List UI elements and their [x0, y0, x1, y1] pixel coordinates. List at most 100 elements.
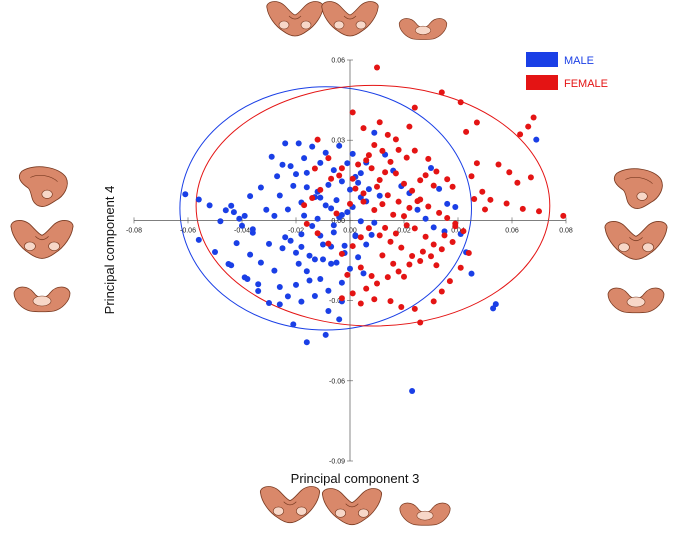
female-point — [506, 169, 513, 176]
male-point — [279, 161, 286, 168]
male-point — [244, 275, 251, 282]
female-point — [411, 147, 418, 154]
female-point — [384, 274, 391, 281]
female-point — [482, 206, 488, 213]
female-point — [384, 192, 391, 199]
female-point — [401, 213, 407, 220]
female-point — [536, 208, 542, 215]
male-point — [282, 234, 289, 241]
male-point — [274, 173, 281, 180]
female-point — [349, 290, 356, 297]
female-point — [525, 123, 532, 130]
male-point — [492, 301, 499, 308]
male-point — [333, 197, 340, 204]
male-point — [322, 202, 329, 209]
pelvis-top-3-icon — [398, 18, 448, 40]
male-point — [287, 237, 294, 244]
female-point — [368, 165, 375, 172]
female-point — [374, 183, 380, 190]
male-point — [317, 275, 324, 282]
female-point — [401, 273, 407, 280]
female-point — [379, 252, 386, 259]
female-point — [360, 125, 367, 132]
female-point — [344, 271, 351, 278]
male-point — [222, 207, 229, 214]
male-point — [452, 204, 459, 211]
x-tick-label: -0.02 — [288, 227, 304, 234]
female-point — [403, 154, 410, 161]
x-tick-label: -0.04 — [234, 227, 250, 234]
female-point — [382, 169, 389, 176]
male-point — [349, 150, 356, 157]
male-point — [293, 281, 299, 288]
male-point — [338, 279, 345, 286]
x-tick-label: 0.08 — [559, 227, 573, 234]
female-point — [314, 230, 321, 237]
female-point — [449, 183, 456, 190]
male-point — [357, 218, 364, 225]
male-point — [298, 243, 305, 250]
female-point — [503, 200, 510, 207]
female-point — [349, 243, 356, 250]
female-point — [403, 222, 410, 229]
female-point — [352, 185, 359, 192]
female-point — [368, 273, 375, 280]
female-point — [390, 260, 397, 267]
female-point — [371, 142, 378, 149]
male-point — [352, 233, 359, 240]
male-point — [360, 270, 367, 277]
female-point — [479, 188, 486, 195]
female-point — [363, 285, 370, 292]
male-point — [266, 300, 272, 307]
female-point — [338, 295, 345, 302]
female-point — [336, 172, 343, 179]
male-point — [336, 142, 343, 149]
male-point — [233, 240, 240, 247]
male-point — [320, 241, 326, 248]
female-point — [392, 230, 399, 237]
y-tick-label: -0.03 — [329, 298, 345, 305]
male-point — [293, 249, 299, 256]
male-point — [239, 222, 245, 229]
female-point — [333, 210, 340, 217]
male-point — [430, 224, 437, 231]
male-point — [295, 140, 302, 147]
male-point — [276, 283, 283, 290]
female-point — [379, 201, 386, 208]
male-point — [533, 136, 540, 143]
male-point — [303, 268, 310, 275]
male-point — [333, 259, 340, 266]
male-point — [268, 153, 275, 160]
female-point — [471, 196, 478, 203]
female-point — [387, 238, 394, 245]
male-point — [257, 259, 264, 266]
male-point — [247, 251, 254, 258]
male-point — [365, 186, 372, 193]
male-point — [236, 215, 243, 222]
female-point — [460, 228, 467, 235]
legend-label-female: FEMALE — [564, 78, 608, 90]
pelvis-bottom-3-icon — [399, 502, 451, 526]
male-point — [422, 215, 429, 222]
male-point — [330, 222, 337, 229]
male-point — [414, 206, 421, 213]
male-point — [217, 218, 224, 225]
male-point — [368, 231, 375, 238]
male-point — [341, 242, 348, 249]
female-point — [411, 104, 418, 111]
female-point — [387, 298, 394, 305]
female-point — [473, 160, 480, 167]
male-point — [228, 262, 235, 269]
female-point — [530, 114, 537, 121]
female-point — [301, 202, 308, 209]
male-point — [241, 212, 248, 219]
female-point — [411, 305, 418, 312]
female-point — [433, 168, 440, 175]
female-point — [417, 319, 424, 326]
female-point — [411, 225, 418, 232]
male-point — [325, 287, 332, 294]
male-ellipse — [179, 86, 473, 331]
x-tick-label: 0.02 — [397, 227, 411, 234]
y-tick-label: 0.03 — [331, 138, 345, 145]
female-point — [365, 152, 372, 159]
